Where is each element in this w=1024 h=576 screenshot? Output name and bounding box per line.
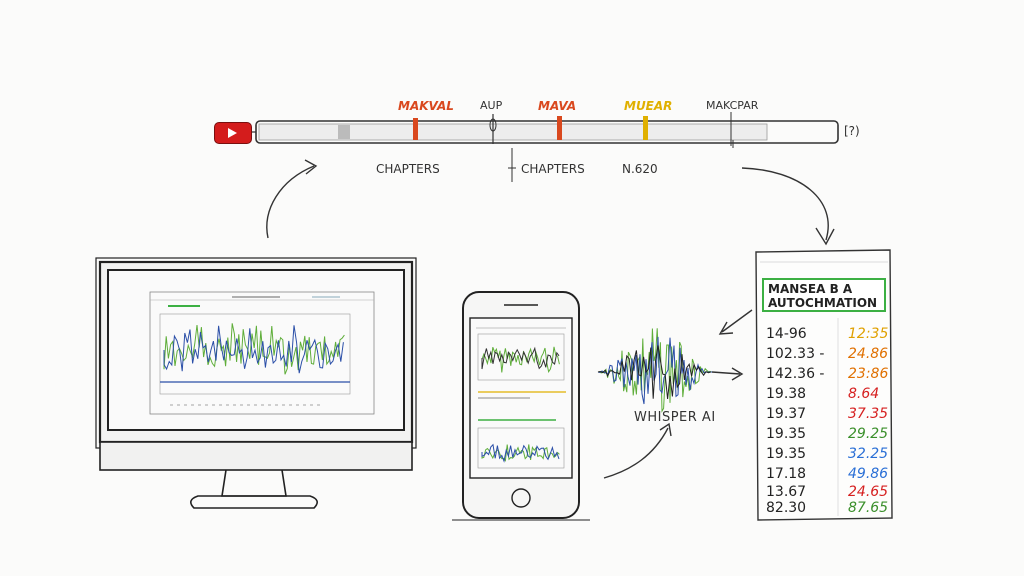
row-right-8: 24.65	[848, 484, 889, 500]
transcript-panel	[755, 249, 893, 521]
row-right-1: 24.86	[848, 346, 889, 362]
row-left-5: 19.35	[766, 426, 807, 442]
timeline-end-symbol: [?)	[844, 124, 860, 138]
youtube-play-icon	[228, 128, 237, 138]
marker-label-1: AUP	[480, 99, 503, 112]
phone-waveform-top	[481, 346, 560, 373]
waveform-trace	[481, 346, 560, 370]
phone-waveform-bottom	[481, 443, 560, 463]
smartphone	[452, 291, 590, 521]
under-label-n620: N.620	[622, 162, 658, 176]
row-right-6: 32.25	[848, 446, 889, 462]
waveform-trace	[481, 443, 560, 463]
row-left-3: 19.38	[766, 386, 807, 402]
row-left-0: 14-96	[766, 326, 807, 342]
row-left-1: 102.33 -	[766, 346, 825, 362]
whisper-ai-label: WHISPER AI	[634, 410, 716, 425]
arrow-monitor-to-timeline	[266, 165, 315, 239]
row-left-6: 19.35	[766, 446, 807, 462]
arrow-list-to-waveform	[721, 309, 753, 333]
marker-makval	[413, 118, 418, 140]
transcript-header-line1: MANSEA B A	[768, 282, 853, 296]
arrow-waveform-to-list	[711, 371, 741, 375]
waveform-trace	[481, 346, 560, 373]
desktop-monitor	[95, 257, 417, 509]
waveform-trace	[163, 325, 344, 374]
monitor-waveform	[163, 323, 345, 375]
arrow-phone-to-whisper	[603, 427, 669, 479]
marker-muear	[643, 116, 648, 140]
row-left-4: 19.37	[766, 406, 807, 422]
timeline-bar	[250, 120, 839, 144]
marker-label-0: MAKVAL	[398, 99, 454, 113]
row-right-3: 8.64	[848, 386, 880, 402]
whisper-waveform	[597, 328, 712, 413]
timeline-markers	[413, 112, 734, 182]
row-right-7: 49.86	[848, 466, 889, 482]
marker-label-2: MAVA	[538, 99, 577, 113]
arrow-timeline-to-list	[741, 167, 829, 241]
row-right-4: 37.35	[848, 406, 889, 422]
marker-label-3: MUEAR	[624, 99, 673, 113]
youtube-logo[interactable]	[214, 122, 252, 144]
marker-mava	[557, 116, 562, 140]
row-right-2: 23:86	[848, 366, 889, 382]
row-left-2: 142.36 -	[766, 366, 825, 382]
under-label-chapters-1: CHAPTERS	[376, 162, 440, 176]
row-right-5: 29.25	[848, 426, 889, 442]
under-label-chapters-2: CHAPTERS	[521, 162, 585, 176]
row-left-8: 13.67	[766, 484, 807, 500]
transcript-header-line2: AUTOCHMATION	[768, 296, 878, 310]
row-left-7: 17.18	[766, 466, 807, 482]
waveform-trace	[597, 345, 711, 399]
flow-arrows	[266, 159, 835, 479]
transcript-header: MANSEA B A AUTOCHMATION	[762, 278, 886, 312]
marker-label-4: MAKCPAR	[706, 99, 759, 112]
row-right-0: 12:35	[848, 326, 889, 342]
row-right-9: 87.65	[848, 500, 889, 516]
row-left-9: 82.30	[766, 500, 807, 516]
